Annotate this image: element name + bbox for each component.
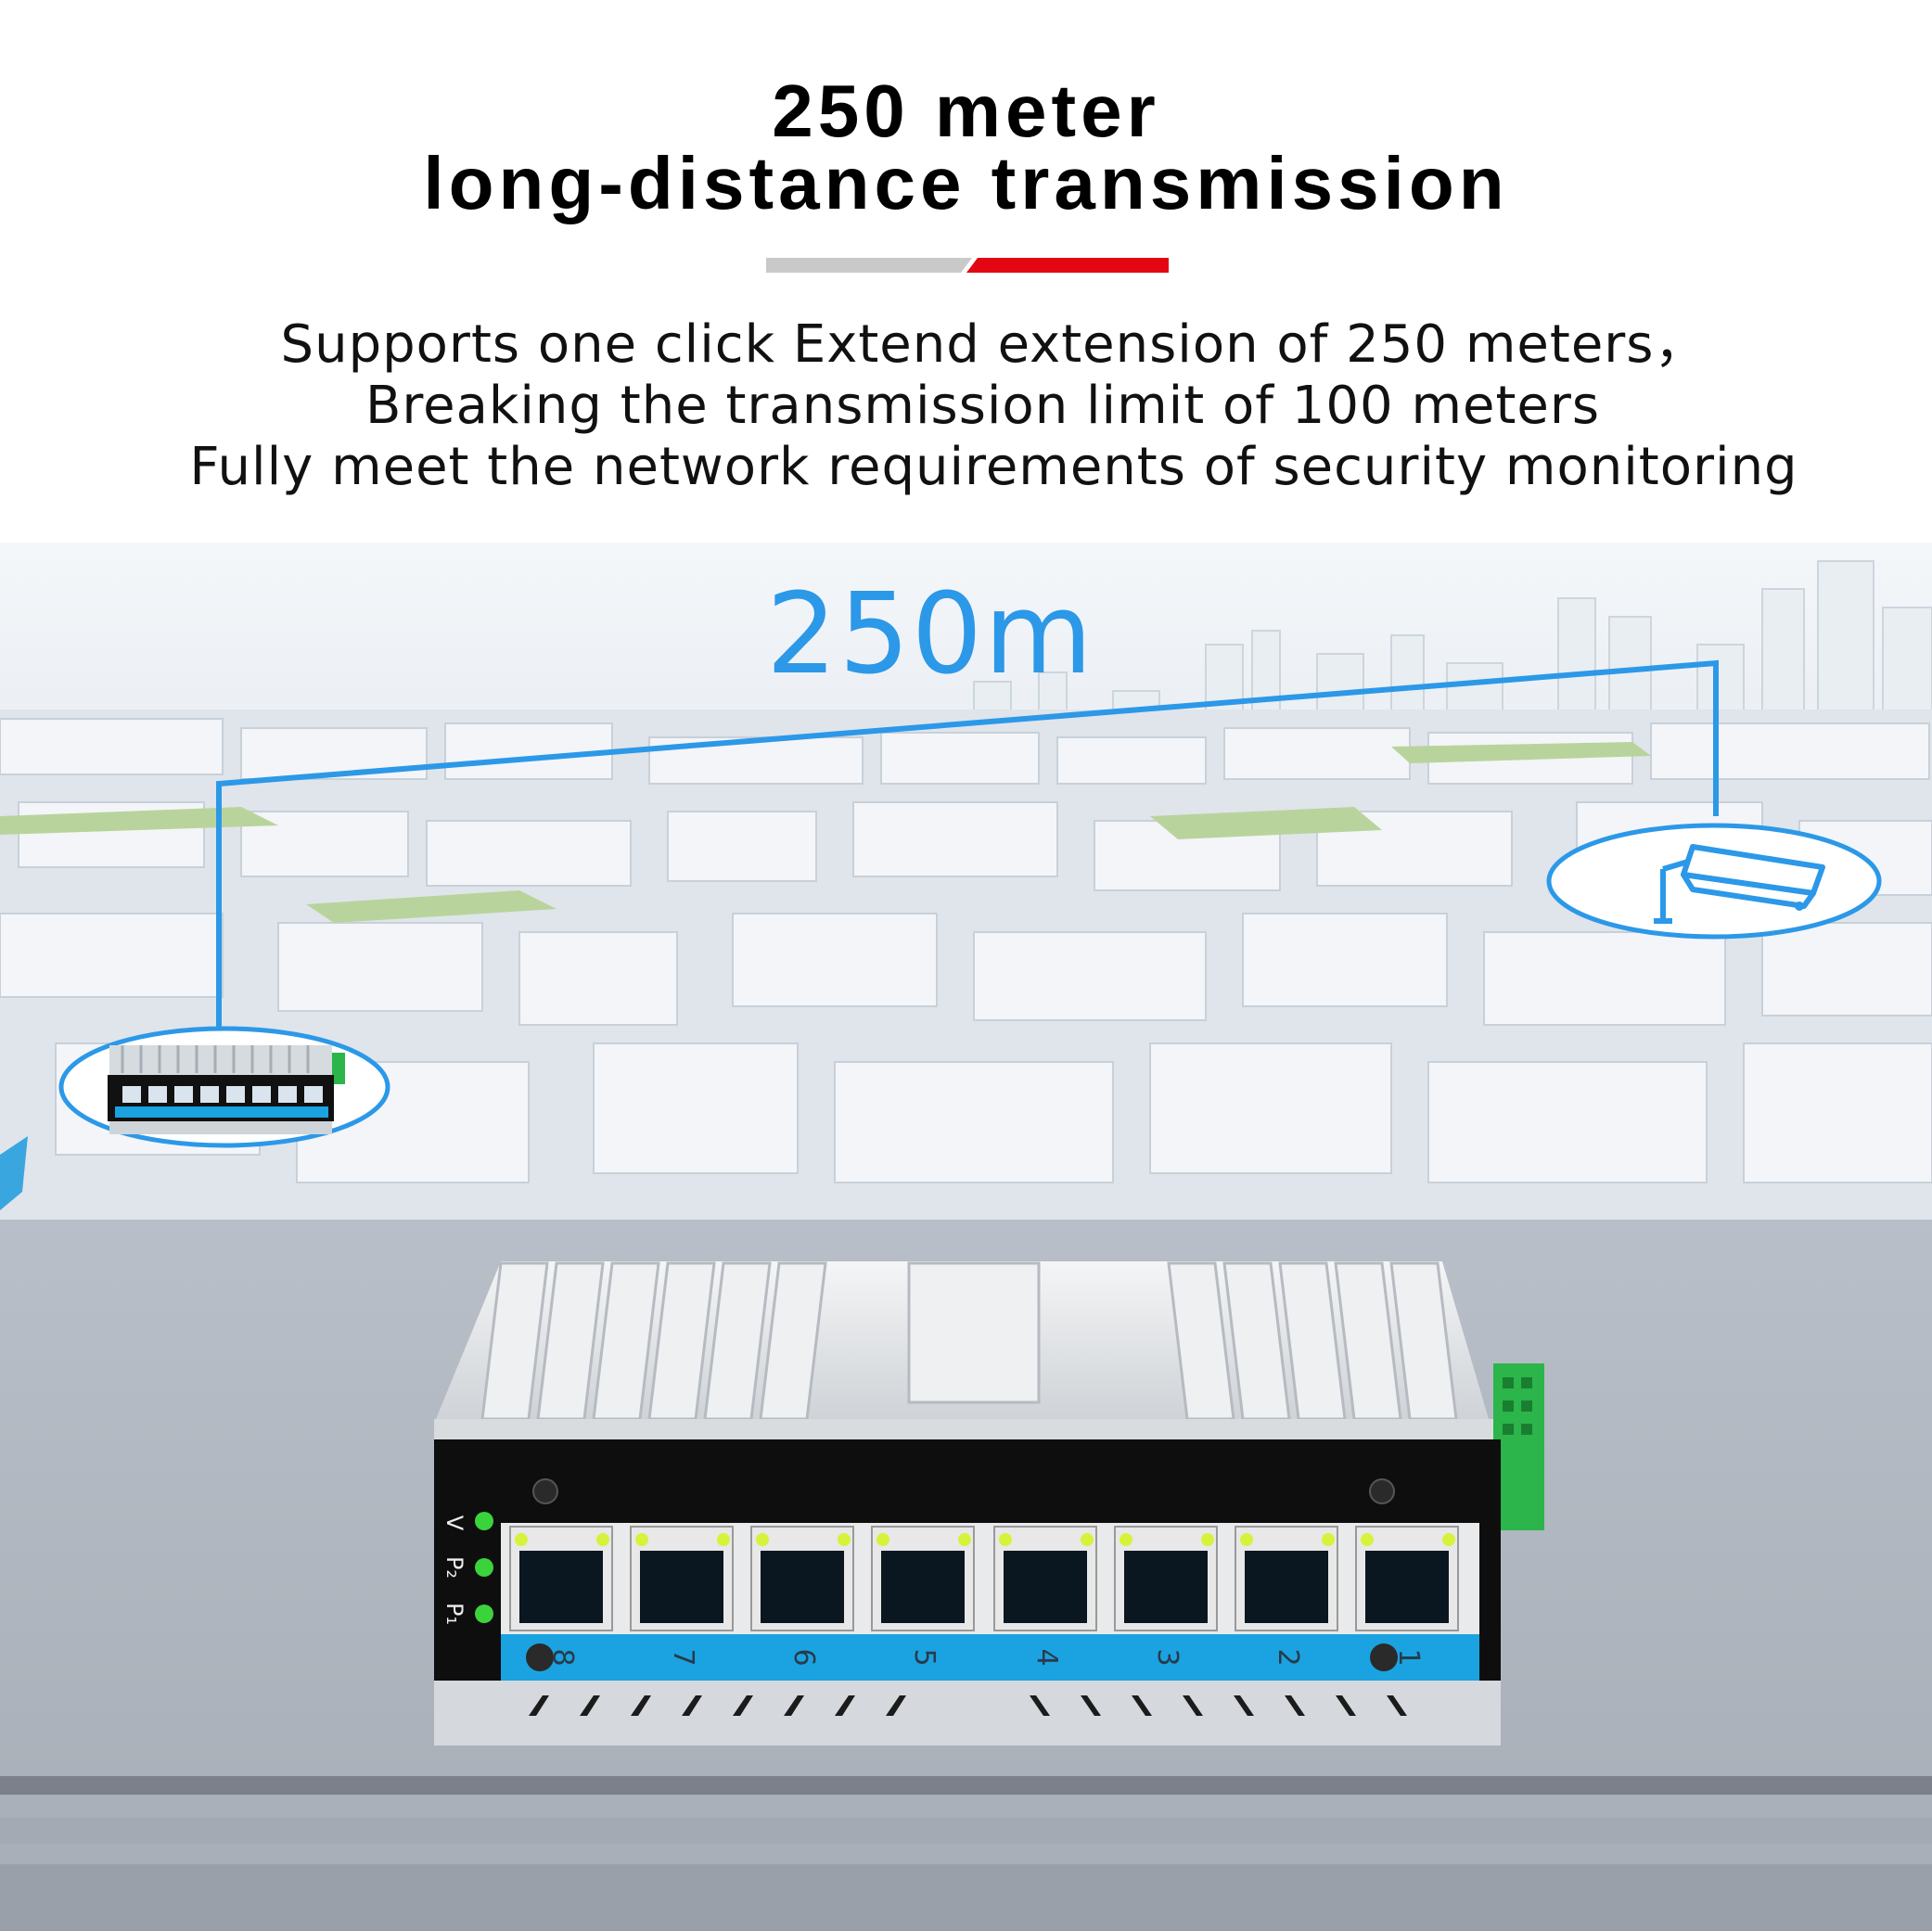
led-label-p2: P₂	[441, 1555, 468, 1579]
page-title-line1: 250 meter	[772, 70, 1160, 152]
panel-rail-dark	[0, 1776, 1932, 1795]
led-label-p1: P₁	[441, 1602, 468, 1626]
network-switch-icon	[58, 1026, 390, 1148]
port-label-7: 7	[667, 1648, 699, 1667]
security-camera-icon	[1546, 823, 1882, 940]
switch-bubble	[58, 1025, 391, 1150]
port-label-8: 8	[546, 1648, 579, 1667]
port-label-4: 4	[1030, 1648, 1063, 1667]
port-label-5: 5	[908, 1648, 940, 1667]
port-label-1: 1	[1392, 1648, 1425, 1667]
title-divider	[766, 258, 1169, 273]
port-label-3: 3	[1151, 1648, 1184, 1667]
industrial-switch: V P₂ P₁ 8 7 6 5 4 3 2 1	[427, 1252, 1563, 1753]
camera-bubble	[1544, 821, 1884, 941]
page-title-line2: long-distance transmission	[423, 142, 1509, 224]
port-label-2: 2	[1272, 1648, 1304, 1667]
port-label-6: 6	[787, 1648, 820, 1667]
description-line2: Breaking the transmission limit of 100 m…	[365, 376, 1601, 436]
panel-rail-light	[0, 1864, 1932, 1931]
city-illustration: 250m	[0, 543, 1932, 1220]
description-line3: Fully meet the network requirements of s…	[189, 437, 1798, 497]
description-line1: Supports one click Extend extension of 2…	[280, 314, 1708, 375]
panel-rail-mid	[0, 1818, 1932, 1844]
switch-body	[434, 1261, 1544, 1746]
distance-label: 250m	[766, 570, 1094, 699]
connection-line	[216, 659, 1719, 1145]
led-label-v: V	[441, 1515, 468, 1531]
